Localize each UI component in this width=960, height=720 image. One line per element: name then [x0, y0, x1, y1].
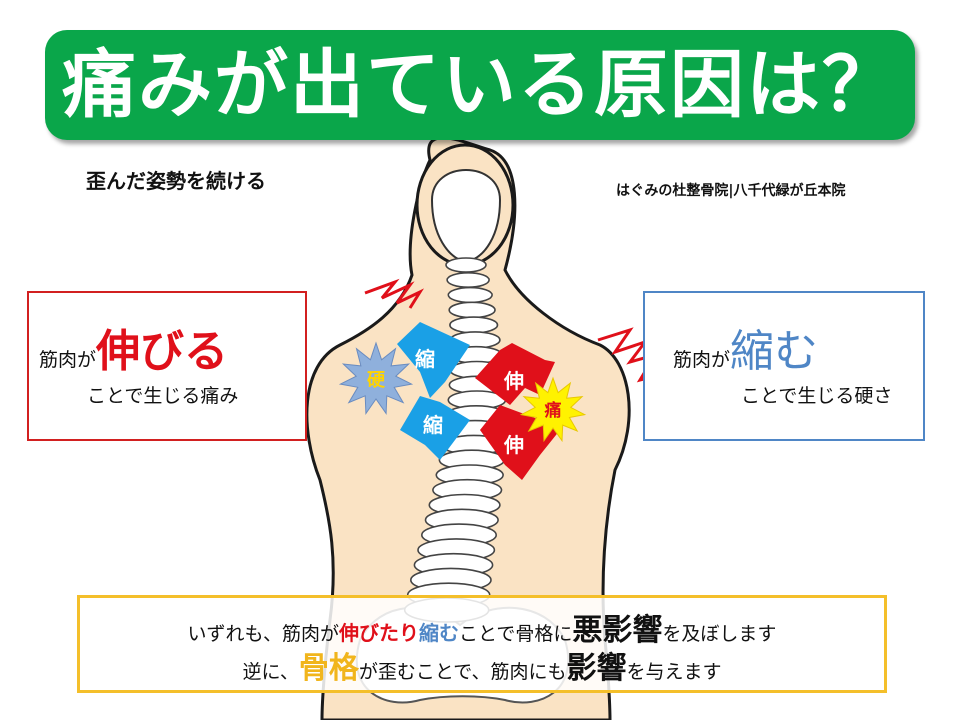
- vertebra: [446, 271, 490, 288]
- stretch-prefix: 筋肉が: [39, 349, 97, 371]
- stretch-emphasis: 伸びる: [96, 326, 229, 377]
- skull: [430, 169, 502, 264]
- summary-2a: 逆に、: [242, 661, 299, 683]
- vertebra: [448, 301, 496, 319]
- stretch-suffix: ことで生じる痛み: [87, 385, 239, 407]
- summary-1e: 悪影響: [572, 613, 663, 648]
- stiff-label: 硬: [367, 370, 386, 391]
- contract-explanation-box: 筋肉が 縮む ことで生じる硬さ: [643, 291, 925, 441]
- pain-label: 痛: [545, 400, 562, 421]
- pain-zigzag-left: [364, 278, 425, 309]
- spine: [403, 257, 507, 623]
- summary-box: いずれも、筋肉が伸びたり縮むことで骨格に悪影響を及ぼします 逆に、骨格が歪むこと…: [77, 595, 887, 693]
- contract-arrow-upper: [397, 322, 470, 398]
- contract-suffix: ことで生じる硬さ: [741, 385, 893, 407]
- vertebra: [449, 316, 499, 334]
- summary-1c: 縮む: [418, 621, 459, 645]
- contract-label-upper: 縮: [415, 347, 435, 371]
- contract-emphasis: 縮む: [730, 326, 819, 377]
- vertebra: [445, 257, 487, 273]
- stretch-label-upper: 伸: [503, 369, 524, 393]
- vertebra: [447, 286, 493, 304]
- summary-1a: いずれも、筋肉が: [187, 623, 339, 645]
- summary-2d: 影響: [566, 651, 627, 686]
- summary-1d: ことで骨格に: [458, 623, 573, 645]
- contract-label-lower: 縮: [423, 413, 443, 437]
- contract-arrow-lower: [400, 396, 470, 460]
- stretch-explanation-box: 筋肉が 伸びる ことで生じる痛み: [27, 291, 307, 441]
- pain-burst: [519, 376, 587, 443]
- summary-line-2: 逆に、骨格が歪むことで、筋肉にも影響を与えます: [80, 654, 884, 684]
- title-banner: 痛みが出ている原因は？: [45, 30, 915, 140]
- summary-1b: 伸びたり: [338, 621, 419, 645]
- stretch-label-lower: 伸: [503, 433, 524, 457]
- stiff-burst: [338, 341, 414, 416]
- page-title: 痛みが出ている原因は？: [62, 42, 898, 128]
- subtitle: 歪んだ姿勢を続ける: [86, 169, 266, 193]
- contract-heading: 筋肉が 縮む: [673, 315, 818, 379]
- stretch-heading: 筋肉が 伸びる: [39, 315, 228, 379]
- contract-prefix: 筋肉が: [673, 349, 731, 371]
- clinic-name: はぐみの杜整骨院|八千代緑が丘本院: [616, 183, 846, 199]
- summary-2e: を与えます: [626, 661, 722, 683]
- summary-line-1: いずれも、筋肉が伸びたり縮むことで骨格に悪影響を及ぼします: [80, 616, 884, 646]
- stretch-arrow-upper: [475, 343, 555, 405]
- summary-2b: 骨格: [298, 651, 359, 686]
- summary-1f: を及ぼします: [662, 623, 777, 645]
- summary-2c: が歪むことで、筋肉にも: [358, 661, 567, 683]
